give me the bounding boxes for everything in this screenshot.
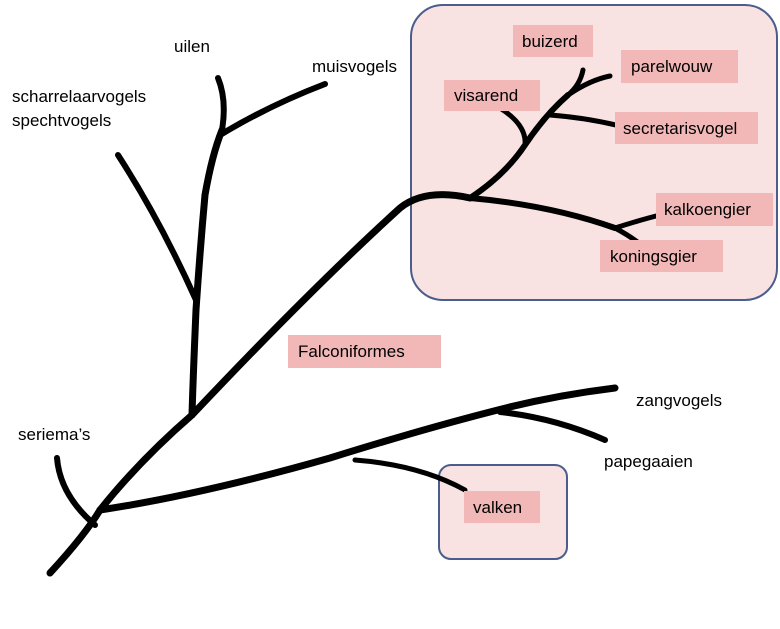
seriemas-label: seriema’s bbox=[18, 425, 90, 444]
branch-uilen-stem bbox=[188, 126, 226, 419]
valken-label: valken bbox=[473, 498, 522, 517]
secretarisvogel-label: secretarisvogel bbox=[623, 119, 737, 138]
muisvogels-label: muisvogels bbox=[312, 57, 397, 76]
parelwouw-tag-bg bbox=[621, 50, 738, 83]
branch-parelwouw bbox=[565, 73, 613, 98]
visarend-tag-bg bbox=[444, 80, 540, 111]
zangvogels-label: zangvogels bbox=[636, 391, 722, 410]
uilen-label: uilen bbox=[174, 37, 210, 56]
branch-cathartidae bbox=[467, 195, 618, 231]
branch-to-falconiformes-clade bbox=[188, 191, 474, 419]
branch-papegaaien bbox=[497, 409, 608, 443]
branch-seriemas bbox=[54, 455, 98, 528]
buizerd-label: buizerd bbox=[522, 32, 578, 51]
papegaaien-label: papegaaien bbox=[604, 452, 693, 471]
branch-uilen-tip bbox=[215, 75, 227, 133]
buizerd-tag-bg bbox=[513, 25, 593, 57]
tree-branches bbox=[46, 67, 663, 577]
scharrelaarvogels-label: scharrelaarvogels bbox=[12, 87, 146, 106]
branch-upper-trunk bbox=[96, 411, 196, 514]
kalkoengier-tag-bg bbox=[656, 193, 773, 226]
branch-valken bbox=[352, 457, 468, 493]
visarend-label: visarend bbox=[454, 86, 518, 105]
branch-scharrelaarvogels bbox=[115, 152, 199, 303]
branch-lower-clade bbox=[96, 384, 619, 514]
secretarisvogel-tag-bg bbox=[615, 112, 758, 144]
falconiformes-label: Falconiformes bbox=[298, 342, 405, 361]
koningsgier-tag-bg bbox=[600, 240, 723, 272]
koningsgier-label: koningsgier bbox=[610, 247, 697, 266]
parelwouw-label: parelwouw bbox=[631, 57, 713, 76]
kalkoengier-label: kalkoengier bbox=[664, 200, 751, 219]
valken-tag-bg bbox=[464, 491, 540, 523]
branch-main-trunk bbox=[46, 506, 104, 577]
falconiformes-tag-bg bbox=[288, 335, 441, 368]
spechtvogels-label: spechtvogels bbox=[12, 111, 111, 130]
branch-muisvogels bbox=[217, 81, 328, 138]
